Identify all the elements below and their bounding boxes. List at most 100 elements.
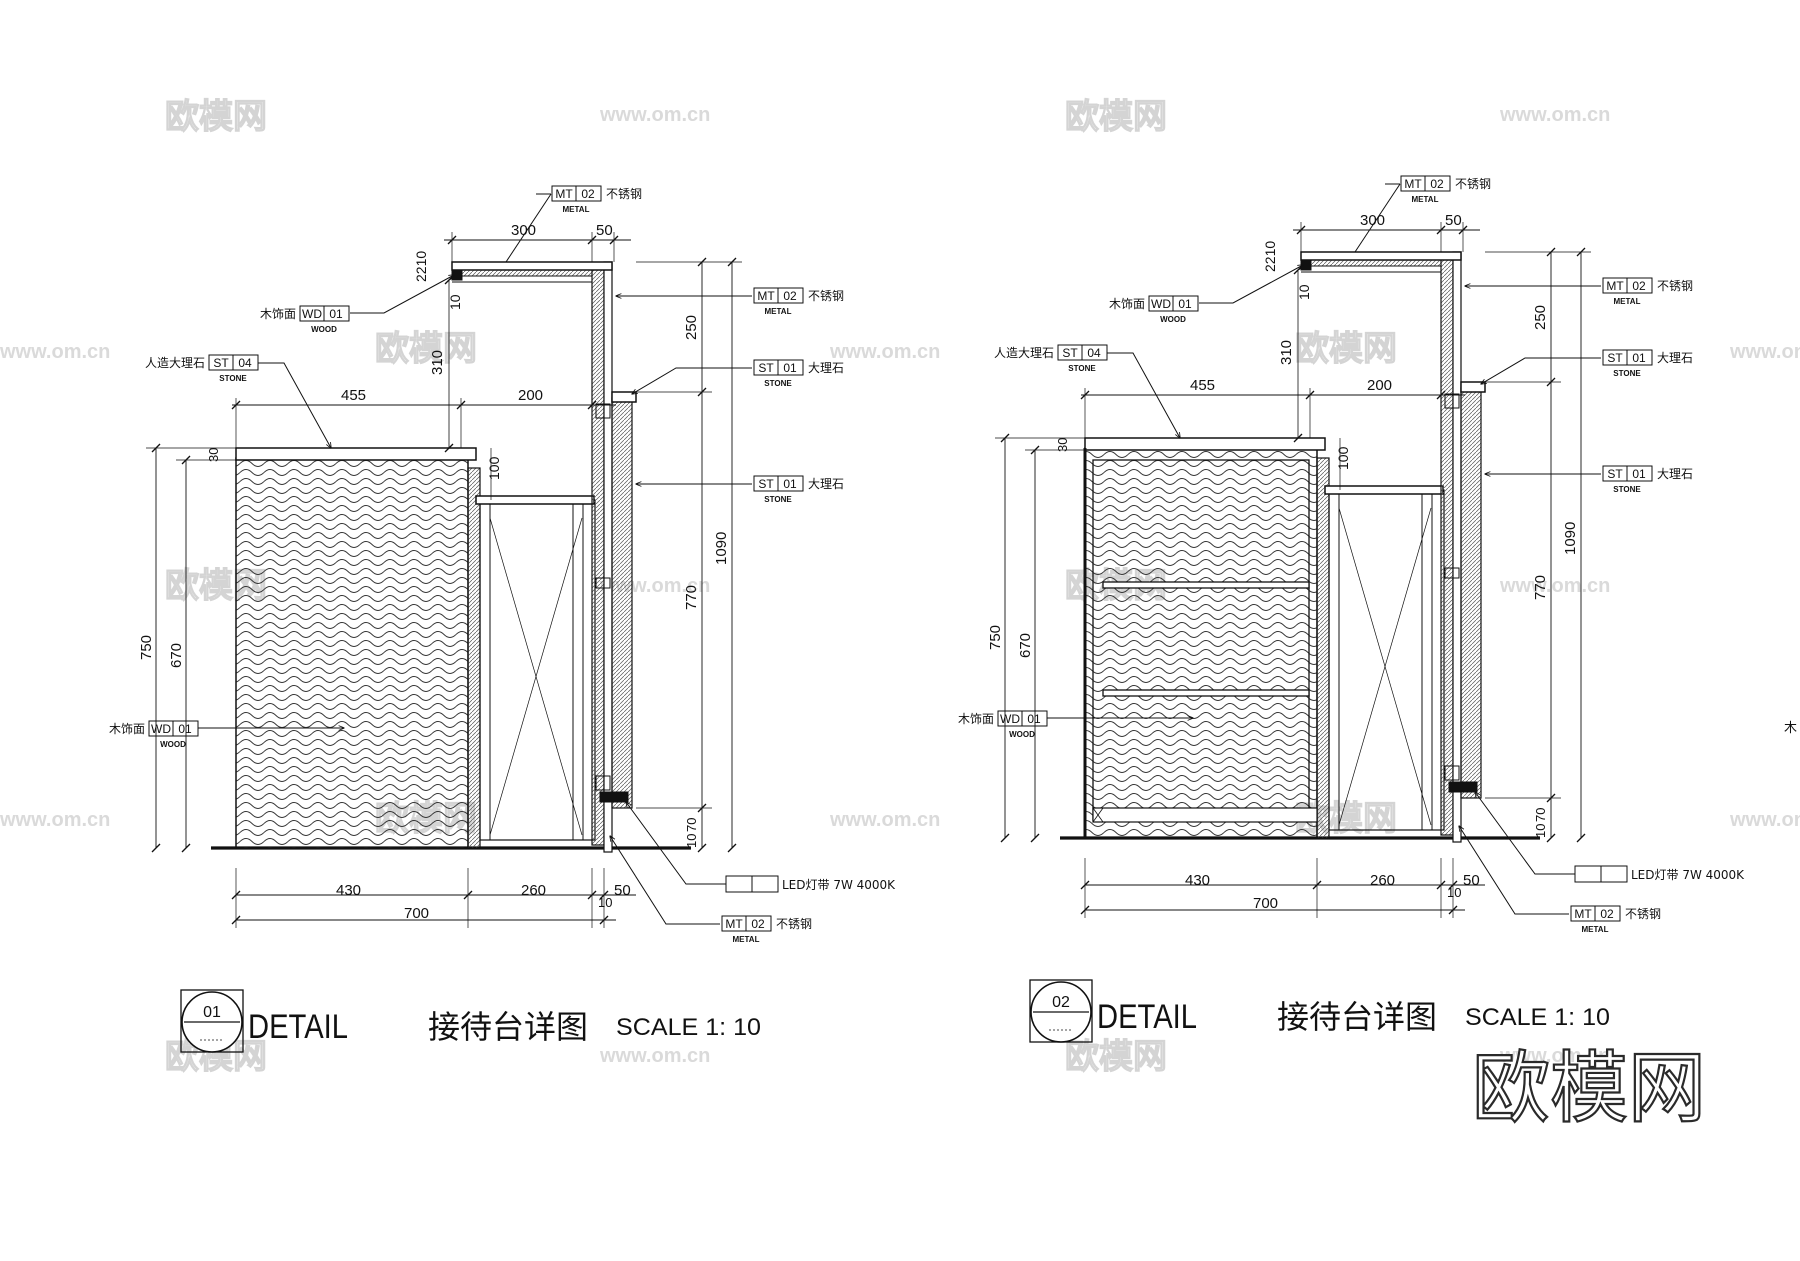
tag-code: ST — [758, 361, 774, 375]
tag-number-box — [777, 287, 804, 304]
detail-label: DETAIL — [248, 1008, 348, 1046]
dimension-tick — [1576, 833, 1586, 843]
tag-code: WD — [1000, 712, 1020, 726]
dim-10-bottom: 10 — [684, 834, 699, 848]
tag-number: 02 — [751, 917, 765, 931]
detail-label: DETAIL — [1097, 998, 1197, 1036]
dim-670: 670 — [1017, 633, 1034, 658]
dimension-tick — [1030, 833, 1040, 843]
column-joint-box — [595, 577, 611, 589]
dimension-tick — [1080, 390, 1090, 400]
stone-cap — [611, 391, 637, 403]
dimension-tick — [456, 400, 466, 410]
leader-line — [1481, 357, 1601, 384]
dimension-tick — [697, 257, 707, 267]
dim-1090: 1090 — [713, 532, 730, 565]
tag-code: ST — [1607, 467, 1623, 481]
dim-770: 770 — [1532, 575, 1549, 600]
dimension-tick — [1546, 833, 1556, 843]
dim-10-top: 10 — [1296, 284, 1312, 300]
dim-50-bottom: 50 — [614, 882, 631, 899]
dimension-tick — [727, 843, 737, 853]
dimension-tick — [1030, 445, 1040, 455]
tag-material-name: 木饰面 — [958, 712, 994, 726]
tag-material-type: WOOD — [1160, 315, 1186, 324]
dimension-tick — [587, 890, 597, 900]
tag-material-type: METAL — [1412, 195, 1439, 204]
tag-code: ST — [213, 356, 229, 370]
plinth-cross — [1092, 807, 1104, 823]
tag-number-box — [1594, 905, 1621, 922]
tag-number: 02 — [1600, 907, 1614, 921]
tag-material-name: 不锈钢 — [776, 917, 812, 931]
tag-number-box — [745, 915, 772, 932]
tag-material-name: 木饰面 — [1109, 297, 1145, 311]
watermark-logo: 欧模网 — [1065, 98, 1167, 136]
tag-material-type: STONE — [219, 374, 247, 383]
dim-1090: 1090 — [1562, 522, 1579, 555]
tag-number: 02 — [1632, 279, 1646, 293]
watermark-logo: 欧模网 — [1295, 330, 1397, 368]
tag-code: ST — [1607, 351, 1623, 365]
dimension-tick — [1080, 880, 1090, 890]
dimension-tick — [697, 803, 707, 813]
watermark-url: www.om.cn — [1499, 1045, 1610, 1067]
watermark-url: www.om.cn — [829, 341, 940, 363]
detail-number: 01 — [203, 1004, 221, 1021]
tag-material-type: STONE — [764, 379, 792, 388]
upper-shelf-top — [451, 261, 613, 271]
watermark-url: www.om.cn — [599, 104, 710, 126]
watermark-logo: 欧模网 — [1065, 1038, 1167, 1076]
dimension-tick — [1436, 390, 1446, 400]
watermark-logo: 欧模网 — [165, 98, 267, 136]
back-column-hatched — [1440, 254, 1454, 836]
dimension-tick — [181, 843, 191, 853]
detail-number: 02 — [1052, 994, 1070, 1011]
tag-number-box — [777, 475, 804, 492]
tag-material-type: STONE — [1613, 369, 1641, 378]
stone-cladding — [1460, 387, 1482, 799]
tag-material-type: WOOD — [160, 740, 186, 749]
dimension-tick — [1436, 225, 1446, 235]
dim-260: 260 — [1370, 872, 1395, 889]
counter-shelf — [1324, 485, 1444, 495]
dim-300: 300 — [1360, 212, 1385, 229]
watermark-logo: 欧模网 — [375, 330, 477, 368]
tag-number-box — [575, 185, 602, 202]
tag-material-type: METAL — [1614, 297, 1641, 306]
column-joint-box — [1444, 393, 1460, 409]
dimension-tick — [1296, 225, 1306, 235]
dim-10-floor: 10 — [598, 895, 612, 910]
tag-number: 02 — [783, 289, 797, 303]
leader-line — [505, 193, 552, 263]
leader-line — [1199, 265, 1303, 304]
dimension-tick — [1000, 433, 1010, 443]
tag-material-name: 不锈钢 — [1657, 279, 1693, 293]
tag-material-name: 不锈钢 — [606, 187, 642, 201]
dimension-tick — [1576, 247, 1586, 257]
dim-70: 70 — [1533, 808, 1548, 822]
watermark-url: www.om.cn — [599, 1045, 710, 1067]
leader-line — [258, 362, 331, 448]
dimension-tick — [181, 455, 191, 465]
dimension-tick — [587, 235, 597, 245]
dim-455: 455 — [341, 387, 366, 404]
dimension-tick — [727, 257, 737, 267]
tag-number: 04 — [238, 356, 252, 370]
tag-number: 01 — [178, 722, 192, 736]
tag-number: 01 — [1632, 351, 1646, 365]
detail-scale: SCALE 1: 10 — [616, 1014, 761, 1041]
tag-material-name: 木饰面 — [109, 722, 145, 736]
dim-100: 100 — [486, 456, 502, 480]
tag-code: MT — [1574, 907, 1592, 921]
upper-shelf-layer — [1310, 259, 1442, 267]
leader-line — [626, 802, 726, 885]
